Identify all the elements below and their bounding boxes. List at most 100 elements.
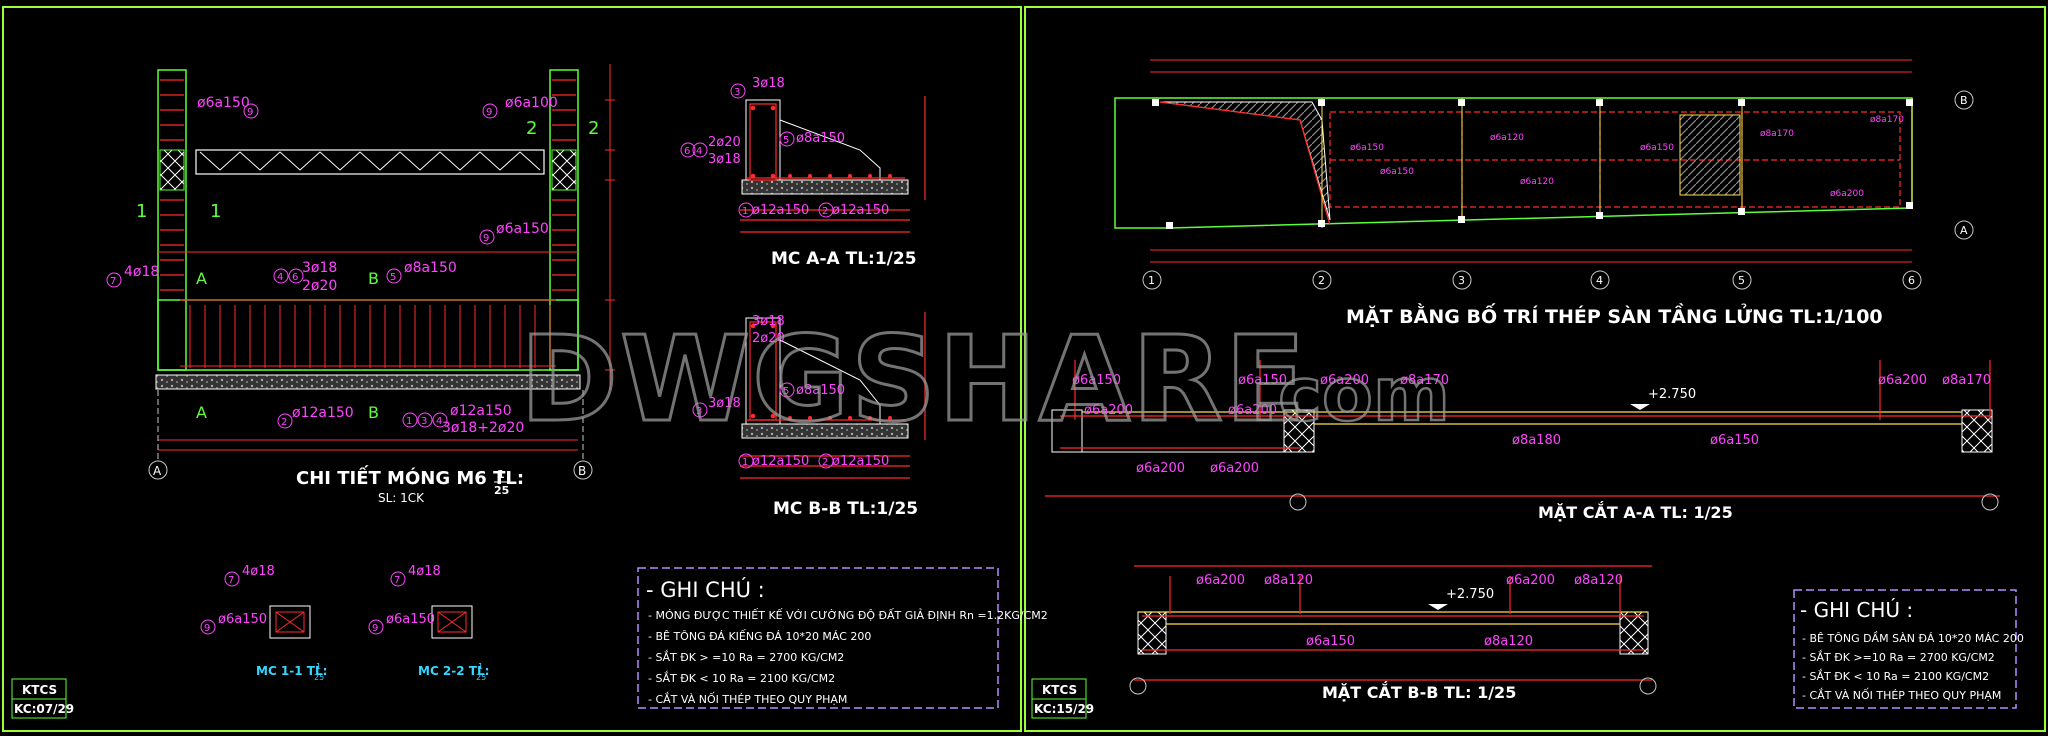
svg-text:9: 9 <box>483 233 489 244</box>
right-notes-box: - GHI CHÚ : - BÊ TÔNG DẦM SÀN ĐÁ 10*20 M… <box>1793 589 2024 709</box>
section-1-mark: 1 <box>136 201 147 222</box>
detail-quantity: SL: 1CK <box>378 491 425 505</box>
section-2-mark: 2 <box>526 118 537 139</box>
aa-label-3o18: 3ø18 <box>752 76 785 91</box>
svg-text:9: 9 <box>204 623 210 634</box>
bb-label-3o18b: 3ø18 <box>708 396 741 411</box>
section-aa: 3ø18 3 2ø20 3ø18 6 4 ø8a150 5 ø12a150 1 … <box>680 76 926 269</box>
right-sheet-stamp: KTCS KC:15/29 <box>1031 678 1094 719</box>
svg-text:3: 3 <box>421 416 427 427</box>
label-top-right-bar: ø6a100 <box>505 95 558 111</box>
bb-elevation: +2.750 <box>1446 587 1494 602</box>
svg-text:ø6a150: ø6a150 <box>1380 167 1414 177</box>
left-note-1: - MÓNG ĐƯỢC THIẾT KẾ VỚI CƯỜNG ĐỘ ĐẤT GI… <box>648 608 1048 622</box>
mc11-bar-label: 4ø18 <box>242 564 275 579</box>
mc22-title: MC 2-2 TL: <box>418 664 489 678</box>
rbb-label-2: ø8a120 <box>1264 573 1313 588</box>
aa-label-8a150: ø8a150 <box>796 131 845 146</box>
label-right-mid-bar: ø6a150 <box>496 221 549 237</box>
axis-a-mark-bottom: A <box>196 403 207 422</box>
label-12a150b: ø12a150 <box>450 403 512 419</box>
label-8a150: ø8a150 <box>404 260 457 276</box>
right-section-bb-title: MẶT CẮT B-B TL: 1/25 <box>1322 681 1516 702</box>
left-note-3: - SẮT ĐK > =10 Ra = 2700 KG/CM2 <box>648 650 844 664</box>
row-axis-b: B <box>1960 94 1968 107</box>
right-section-bb: +2.750 ø6a200 ø8a120 ø6a200 ø8a120 ø6a15… <box>1129 565 1657 702</box>
right-stamp-bottom: KC:15/29 <box>1034 702 1094 716</box>
small-sections: 4ø18 7 ø6a150 9 MC 1-1 TL: 1 25 4ø18 7 ø… <box>200 564 489 682</box>
left-note-4: - SẮT ĐK < 10 Ra = 2100 KG/CM2 <box>648 671 835 685</box>
left-sheet-frame <box>2 6 1022 732</box>
raa-label-3: ø6a150 <box>1238 373 1287 388</box>
svg-text:1: 1 <box>742 206 748 217</box>
aa-label-3o18b: 3ø18 <box>708 152 741 167</box>
svg-text:5: 5 <box>783 135 789 146</box>
svg-text:7: 7 <box>110 276 116 287</box>
svg-text:B: B <box>578 464 586 478</box>
mc22-bar-label: 4ø18 <box>408 564 441 579</box>
svg-text:ø6a150: ø6a150 <box>1640 143 1674 153</box>
grid-axis-2: 2 <box>1318 274 1325 287</box>
grid-axis-5: 5 <box>1738 274 1745 287</box>
svg-text:2: 2 <box>822 206 828 217</box>
watermark-logo: DWGSHARE <box>520 310 1308 448</box>
raa-label-9: ø8a180 <box>1512 433 1561 448</box>
aa-label-2o20: 2ø20 <box>708 135 741 150</box>
raa-label-4: ø6a200 <box>1228 403 1277 418</box>
svg-text:ø8a170: ø8a170 <box>1870 115 1904 125</box>
svg-text:4: 4 <box>696 146 702 157</box>
section-bb: 3ø18 2ø20 3ø18 3 ø8a150 5 ø12a150 1 ø12a… <box>692 312 926 519</box>
section-aa-title: MC A-A TL:1/25 <box>771 249 917 269</box>
left-stamp-bottom: KC:07/29 <box>14 702 74 716</box>
label-2o20: 2ø20 <box>302 278 337 294</box>
detail-scale-num: 1 <box>497 468 505 481</box>
detail-title: CHI TIẾT MÓNG M6 TL: <box>296 465 524 489</box>
grid-axis-3: 3 <box>1458 274 1465 287</box>
raa-label-2: ø6a200 <box>1084 403 1133 418</box>
mc11-scale-num: 1 <box>316 662 321 671</box>
svg-text:ø6a150: ø6a150 <box>1350 143 1384 153</box>
left-sheet-stamp: KTCS KC:07/29 <box>11 678 74 719</box>
mc11-scale-den: 25 <box>314 673 324 682</box>
rbb-label-1: ø6a200 <box>1196 573 1245 588</box>
row-axis-a: A <box>1960 224 1968 237</box>
label-top-left-bar: ø6a150 <box>197 95 250 111</box>
right-sheet-frame <box>1024 6 2046 732</box>
right-stamp-top: KTCS <box>1042 683 1077 697</box>
raa-label-6: ø8a170 <box>1400 373 1449 388</box>
svg-text:4: 4 <box>436 416 442 427</box>
plan-title: MẶT BẰNG BỐ TRÍ THÉP SÀN TẦNG LỬNG TL:1/… <box>1346 302 1883 328</box>
svg-text:9: 9 <box>486 107 492 118</box>
mc22-stirrup-label: ø6a150 <box>386 612 435 627</box>
right-notes-title: - GHI CHÚ : <box>1800 598 1913 622</box>
label-4o18: 4ø18 <box>124 264 159 280</box>
svg-text:6: 6 <box>684 146 690 157</box>
svg-text:7: 7 <box>228 575 234 586</box>
rbb-label-4: ø8a120 <box>1574 573 1623 588</box>
section-bb-title: MC B-B TL:1/25 <box>773 499 918 519</box>
aa-label-12a150b: ø12a150 <box>832 203 889 218</box>
label-combo: 3ø18+2ø20 <box>442 420 524 436</box>
svg-text:2: 2 <box>281 417 287 428</box>
watermark-logo-suffix: .com <box>1250 352 1450 438</box>
svg-text:A: A <box>153 464 162 478</box>
raa-label-11: ø6a200 <box>1136 461 1185 476</box>
rbb-label-3: ø6a200 <box>1506 573 1555 588</box>
svg-text:9: 9 <box>372 623 378 634</box>
grid-axis-1: 1 <box>1148 274 1155 287</box>
grid-axis-4: 4 <box>1596 274 1603 287</box>
bb-label-2o20: 2ø20 <box>752 331 785 346</box>
mc22-scale-den: 25 <box>476 673 486 682</box>
svg-text:3: 3 <box>734 87 740 98</box>
svg-text:7: 7 <box>394 575 400 586</box>
aa-elevation: +2.750 <box>1648 387 1696 402</box>
detail-scale-den: 25 <box>494 484 509 497</box>
foundation-detail: A B ø6a150 9 ø6a100 9 ø6a150 9 4ø18 7 3ø… <box>106 64 615 505</box>
svg-text:ø6a120: ø6a120 <box>1520 177 1554 187</box>
aa-label-12a150: ø12a150 <box>752 203 809 218</box>
svg-text:4: 4 <box>277 272 283 283</box>
raa-label-1: ø6a150 <box>1072 373 1121 388</box>
svg-text:2: 2 <box>822 457 828 468</box>
